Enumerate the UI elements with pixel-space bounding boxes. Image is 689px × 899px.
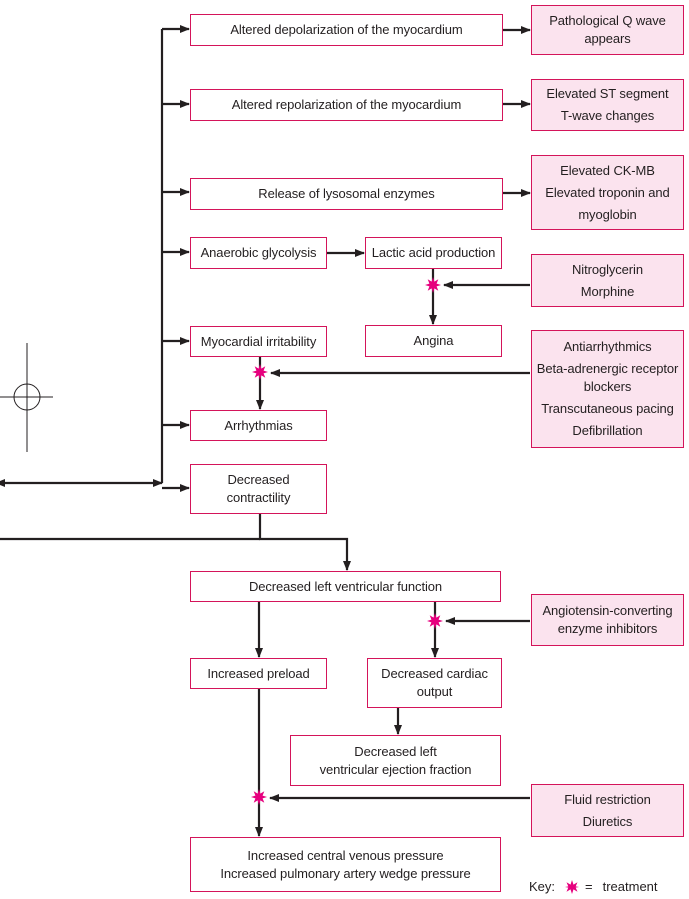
box-lysosomal-enzymes: Release of lysosomal enzymes [190, 178, 503, 210]
box-cardiac-enzymes: Elevated CK-MB Elevated troponin and myo… [531, 155, 684, 230]
box-text: appears [584, 31, 631, 46]
box-text: ventricular ejection fraction [319, 761, 472, 777]
box-angina: Angina [365, 325, 502, 357]
box-increased-pressures: Increased central venous pressure Increa… [190, 837, 501, 892]
box-text: Angiotensin-converting [542, 603, 673, 618]
legend-key: Key: = treatment [529, 878, 658, 896]
box-text: Increased central venous pressure [247, 847, 444, 863]
treatment-star-icon [425, 277, 441, 293]
box-lv-function: Decreased left ventricular function [190, 571, 501, 602]
box-fluid-diuretics: Fluid restriction Diuretics [531, 784, 684, 837]
treatment-star-icon [252, 364, 268, 380]
box-text: output [416, 684, 453, 699]
box-text: Angina [413, 333, 454, 348]
box-text: Altered repolarization of the myocardium [231, 97, 462, 112]
treatment-star-icon [427, 613, 443, 629]
box-text: Anaerobic glycolysis [200, 245, 317, 260]
box-text: Antiarrhythmics [563, 339, 652, 354]
box-text: Decreased left [354, 743, 437, 759]
box-text: enzyme inhibitors [557, 621, 658, 636]
box-text: Elevated troponin and [545, 184, 670, 200]
box-pathological-q-wave: Pathological Q wave appears [531, 5, 684, 55]
box-decreased-cardiac-output: Decreased cardiac output [367, 658, 502, 708]
box-nitroglycerin-morphine: Nitroglycerin Morphine [531, 254, 684, 307]
box-text: blockers [583, 379, 632, 394]
box-anaerobic-glycolysis: Anaerobic glycolysis [190, 237, 327, 269]
box-text: Elevated ST segment [546, 86, 669, 101]
box-text: Transcutaneous pacing [541, 401, 674, 416]
box-text: Diuretics [582, 813, 633, 829]
box-text: Decreased left ventricular function [248, 578, 443, 594]
key-equals: = [585, 879, 593, 894]
box-text: Increased preload [207, 665, 310, 681]
box-text: Elevated CK-MB [560, 162, 655, 178]
box-text: Decreased cardiac [381, 666, 488, 681]
box-text: Myocardial irritability [200, 333, 317, 349]
box-decreased-contractility: Decreased contractility [190, 464, 327, 514]
treatment-star-icon [565, 880, 580, 894]
box-ace-inhibitors: Angiotensin-converting enzyme inhibitors [531, 594, 684, 646]
box-arrhythmias: Arrhythmias [190, 410, 327, 441]
box-text: contractility [226, 490, 291, 505]
box-text: Decreased [227, 472, 290, 487]
box-text: Lactic acid production [371, 245, 496, 260]
box-text: Defibrillation [572, 423, 643, 438]
treatment-star-icon [251, 789, 267, 805]
box-altered-depolarization: Altered depolarization of the myocardium [190, 14, 503, 46]
key-label: Key: [529, 879, 556, 894]
box-antiarrhythmics: Antiarrhythmics Beta-adrenergic receptor… [531, 330, 684, 448]
box-text: myoglobin [578, 206, 637, 222]
box-st-t-wave: Elevated ST segment T-wave changes [531, 79, 684, 131]
box-text: Morphine [580, 283, 635, 299]
box-lactic-acid: Lactic acid production [365, 237, 502, 269]
box-text: Release of lysosomal enzymes [258, 186, 435, 201]
box-text: Arrhythmias [224, 417, 293, 433]
box-increased-preload: Increased preload [190, 658, 327, 689]
box-text: Pathological Q wave [549, 13, 666, 28]
box-altered-repolarization: Altered repolarization of the myocardium [190, 89, 503, 121]
box-text: Beta-adrenergic receptor [536, 361, 679, 376]
arrow-to-lv-function [258, 514, 351, 571]
box-text: Altered depolarization of the myocardium [230, 22, 463, 37]
box-myocardial-irritability: Myocardial irritability [190, 326, 327, 357]
box-text: Increased pulmonary artery wedge pressur… [220, 865, 471, 881]
crosshair-circle-icon [0, 343, 53, 452]
box-text: Nitroglycerin [572, 261, 643, 277]
box-text: T-wave changes [560, 108, 655, 123]
box-ejection-fraction: Decreased left ventricular ejection frac… [290, 735, 501, 786]
box-text: Fluid restriction [564, 791, 651, 807]
key-meaning: treatment [602, 879, 658, 894]
